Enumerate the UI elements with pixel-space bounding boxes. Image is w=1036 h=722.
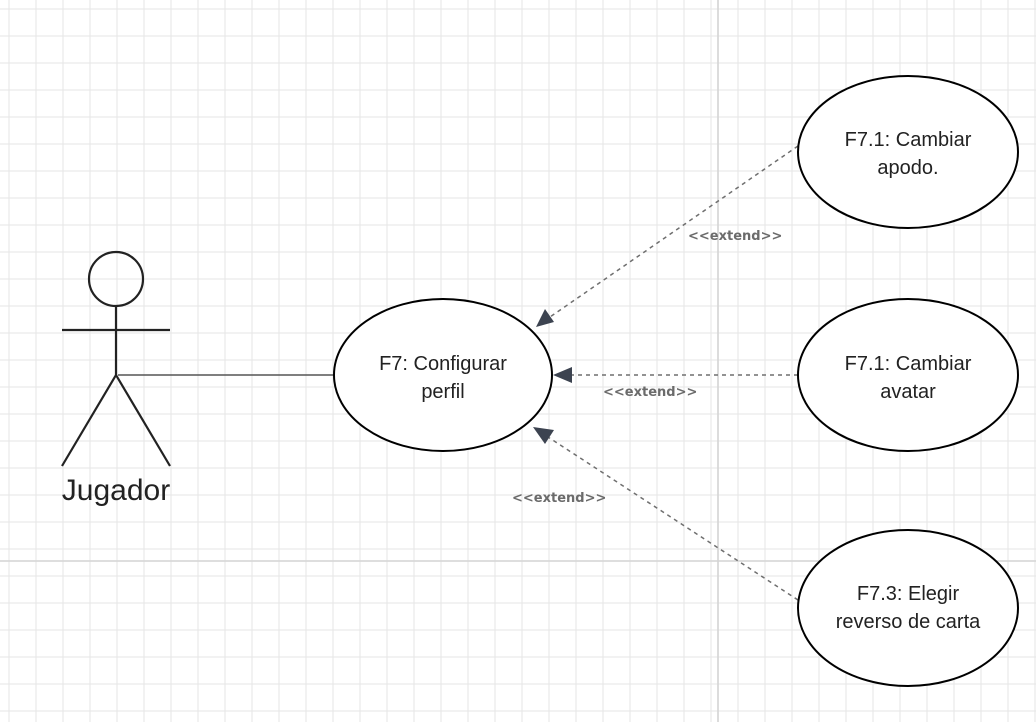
extend-line — [547, 436, 799, 601]
use-case-ellipse — [797, 75, 1019, 229]
use-case-ellipse — [797, 298, 1019, 452]
use-case-ellipse — [797, 529, 1019, 687]
use-case-label-line: avatar — [880, 381, 936, 403]
use-case-label-line: perfil — [421, 381, 464, 403]
use-case-cambiar-apodo: F7.1: Cambiar apodo. — [797, 75, 1019, 229]
actor-left-leg — [61, 374, 117, 467]
use-case-label-line: F7.1: Cambiar — [845, 353, 972, 375]
actor-label: Jugador — [62, 474, 170, 507]
extend-relation-reverso: <<extend>> — [512, 427, 799, 601]
extend-relation-apodo: <<extend>> — [536, 145, 799, 327]
extend-label: <<extend>> — [603, 385, 697, 400]
use-case-label-line: F7.3: Elegir — [857, 583, 960, 605]
extend-arrowhead — [533, 427, 554, 444]
actor-icon — [61, 250, 171, 467]
extend-label: <<extend>> — [512, 491, 606, 506]
use-case-label-line: F7: Configurar — [379, 353, 507, 375]
use-case-configurar-perfil: F7: Configurar perfil — [333, 298, 553, 452]
extend-arrowhead — [536, 309, 554, 327]
use-case-elegir-reverso: F7.3: Elegir reverso de carta — [797, 529, 1019, 687]
use-case-ellipse — [333, 298, 553, 452]
actor-right-leg — [115, 374, 171, 467]
extend-arrowhead — [553, 367, 572, 383]
extend-relation-avatar: <<extend>> — [553, 367, 798, 400]
actor-jugador: Jugador — [61, 250, 171, 507]
extend-line — [549, 145, 799, 318]
use-case-cambiar-avatar: F7.1: Cambiar avatar — [797, 298, 1019, 452]
extend-label: <<extend>> — [688, 229, 782, 244]
use-case-label-line: apodo. — [877, 157, 938, 179]
use-case-label-line: reverso de carta — [836, 611, 981, 633]
use-case-label-line: F7.1: Cambiar — [845, 129, 972, 151]
